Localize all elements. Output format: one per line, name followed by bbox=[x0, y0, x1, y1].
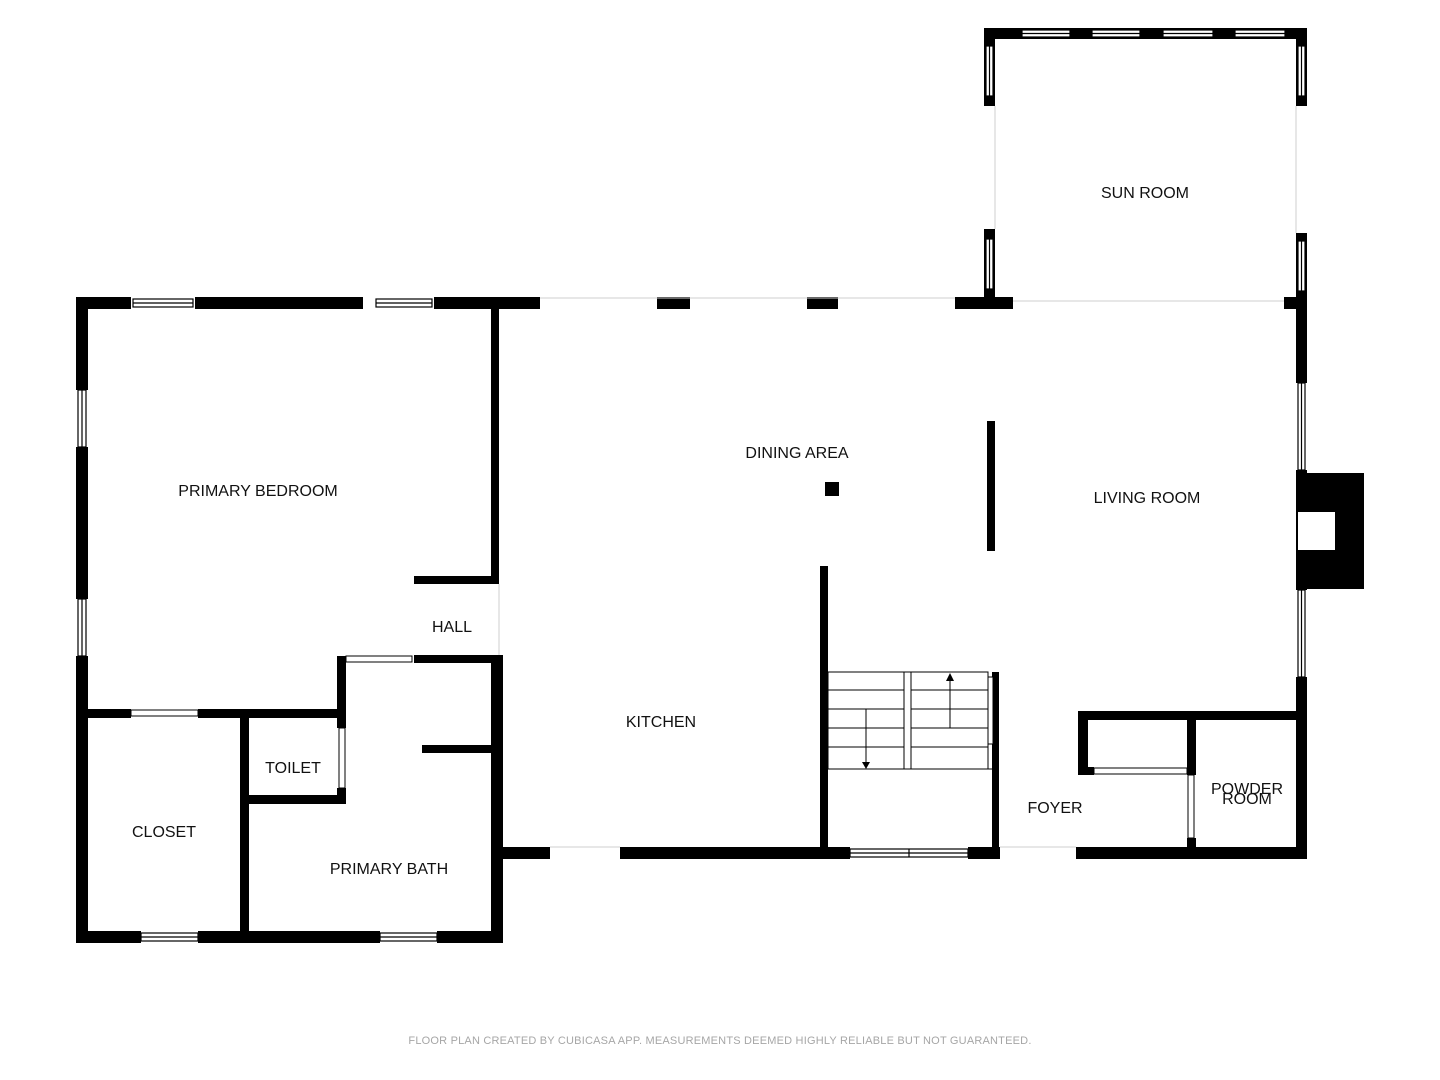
fireplace bbox=[1296, 473, 1364, 589]
bath-right-wall bbox=[491, 656, 503, 943]
kitchen-bottom-wall-2 bbox=[620, 847, 850, 859]
bottom-wall-1 bbox=[76, 931, 141, 943]
left-wall-3 bbox=[76, 656, 88, 943]
top-wall-post-1 bbox=[657, 297, 690, 309]
label-dining-area: DINING AREA bbox=[745, 445, 848, 462]
label-closet: CLOSET bbox=[132, 824, 196, 841]
foyer-left-wall bbox=[992, 672, 999, 859]
sunroom-wall-top bbox=[984, 28, 1307, 39]
top-wall-post-3 bbox=[955, 297, 1013, 309]
powder-left-wall-bottom bbox=[1187, 838, 1196, 859]
label-sun-room: SUN ROOM bbox=[1101, 185, 1189, 202]
powder-door bbox=[1187, 774, 1195, 839]
hall-top-wall bbox=[414, 576, 499, 584]
walls bbox=[76, 28, 1307, 943]
toilet-door bbox=[338, 727, 346, 789]
kitchen-bottom-wall-1 bbox=[491, 847, 550, 859]
label-primary-bedroom: PRIMARY BEDROOM bbox=[178, 483, 337, 500]
right-wall-3 bbox=[1296, 677, 1307, 859]
stair-down-arrow-icon bbox=[862, 762, 870, 769]
dining-column bbox=[825, 482, 839, 496]
footer-disclaimer: FLOOR PLAN CREATED BY CUBICASA APP. MEAS… bbox=[408, 1035, 1032, 1047]
coat-closet-door bbox=[1093, 767, 1188, 775]
windows bbox=[77, 29, 1306, 942]
left-wall-1 bbox=[76, 297, 88, 390]
top-wall-bedroom-3 bbox=[434, 297, 540, 309]
toilet-right-wall-bottom bbox=[337, 788, 346, 804]
stair-rail bbox=[987, 676, 994, 745]
left-wall-2 bbox=[76, 447, 88, 599]
label-foyer: FOYER bbox=[1027, 800, 1082, 817]
doors bbox=[130, 655, 1195, 839]
label-powder-room-line1: POWDER bbox=[1211, 781, 1283, 798]
hall-left-wall bbox=[414, 576, 422, 584]
kitchen-stair-wall bbox=[820, 566, 828, 859]
label-primary-bath: PRIMARY BATH bbox=[330, 861, 448, 878]
bottom-wall-2 bbox=[198, 931, 380, 943]
closet-door bbox=[130, 709, 199, 717]
closet-toilet-wall bbox=[240, 709, 249, 943]
stairs bbox=[827, 671, 992, 770]
bath-closet-stub bbox=[422, 745, 497, 753]
dining-living-divider bbox=[987, 421, 995, 551]
coat-closet-left-wall bbox=[1078, 711, 1088, 775]
closet-top-wall-1 bbox=[76, 709, 131, 718]
closet-top-wall-2 bbox=[198, 709, 346, 718]
toilet-bottom-wall bbox=[240, 795, 346, 804]
toilet-right-wall-top bbox=[337, 656, 346, 728]
top-wall-bedroom-1 bbox=[76, 297, 131, 309]
label-kitchen: KITCHEN bbox=[626, 714, 696, 731]
label-living-room: LIVING ROOM bbox=[1094, 490, 1201, 507]
coat-closet-bottom-wall-left bbox=[1078, 767, 1094, 775]
bedroom-kitchen-wall bbox=[491, 297, 499, 584]
label-hall: HALL bbox=[432, 619, 472, 636]
bottom-wall-3 bbox=[437, 931, 503, 943]
openings bbox=[131, 106, 1297, 848]
top-wall-post-2 bbox=[807, 297, 838, 309]
right-wall-1 bbox=[1296, 297, 1307, 383]
coat-closet-right-wall bbox=[1187, 711, 1196, 775]
bath-door bbox=[345, 655, 413, 663]
hall-bottom-wall bbox=[414, 655, 503, 663]
label-toilet: TOILET bbox=[265, 760, 321, 777]
label-powder-room-line2: ROOM bbox=[1222, 791, 1272, 808]
stair-up-arrow-icon bbox=[946, 673, 954, 681]
top-wall-bedroom-2 bbox=[195, 297, 363, 309]
